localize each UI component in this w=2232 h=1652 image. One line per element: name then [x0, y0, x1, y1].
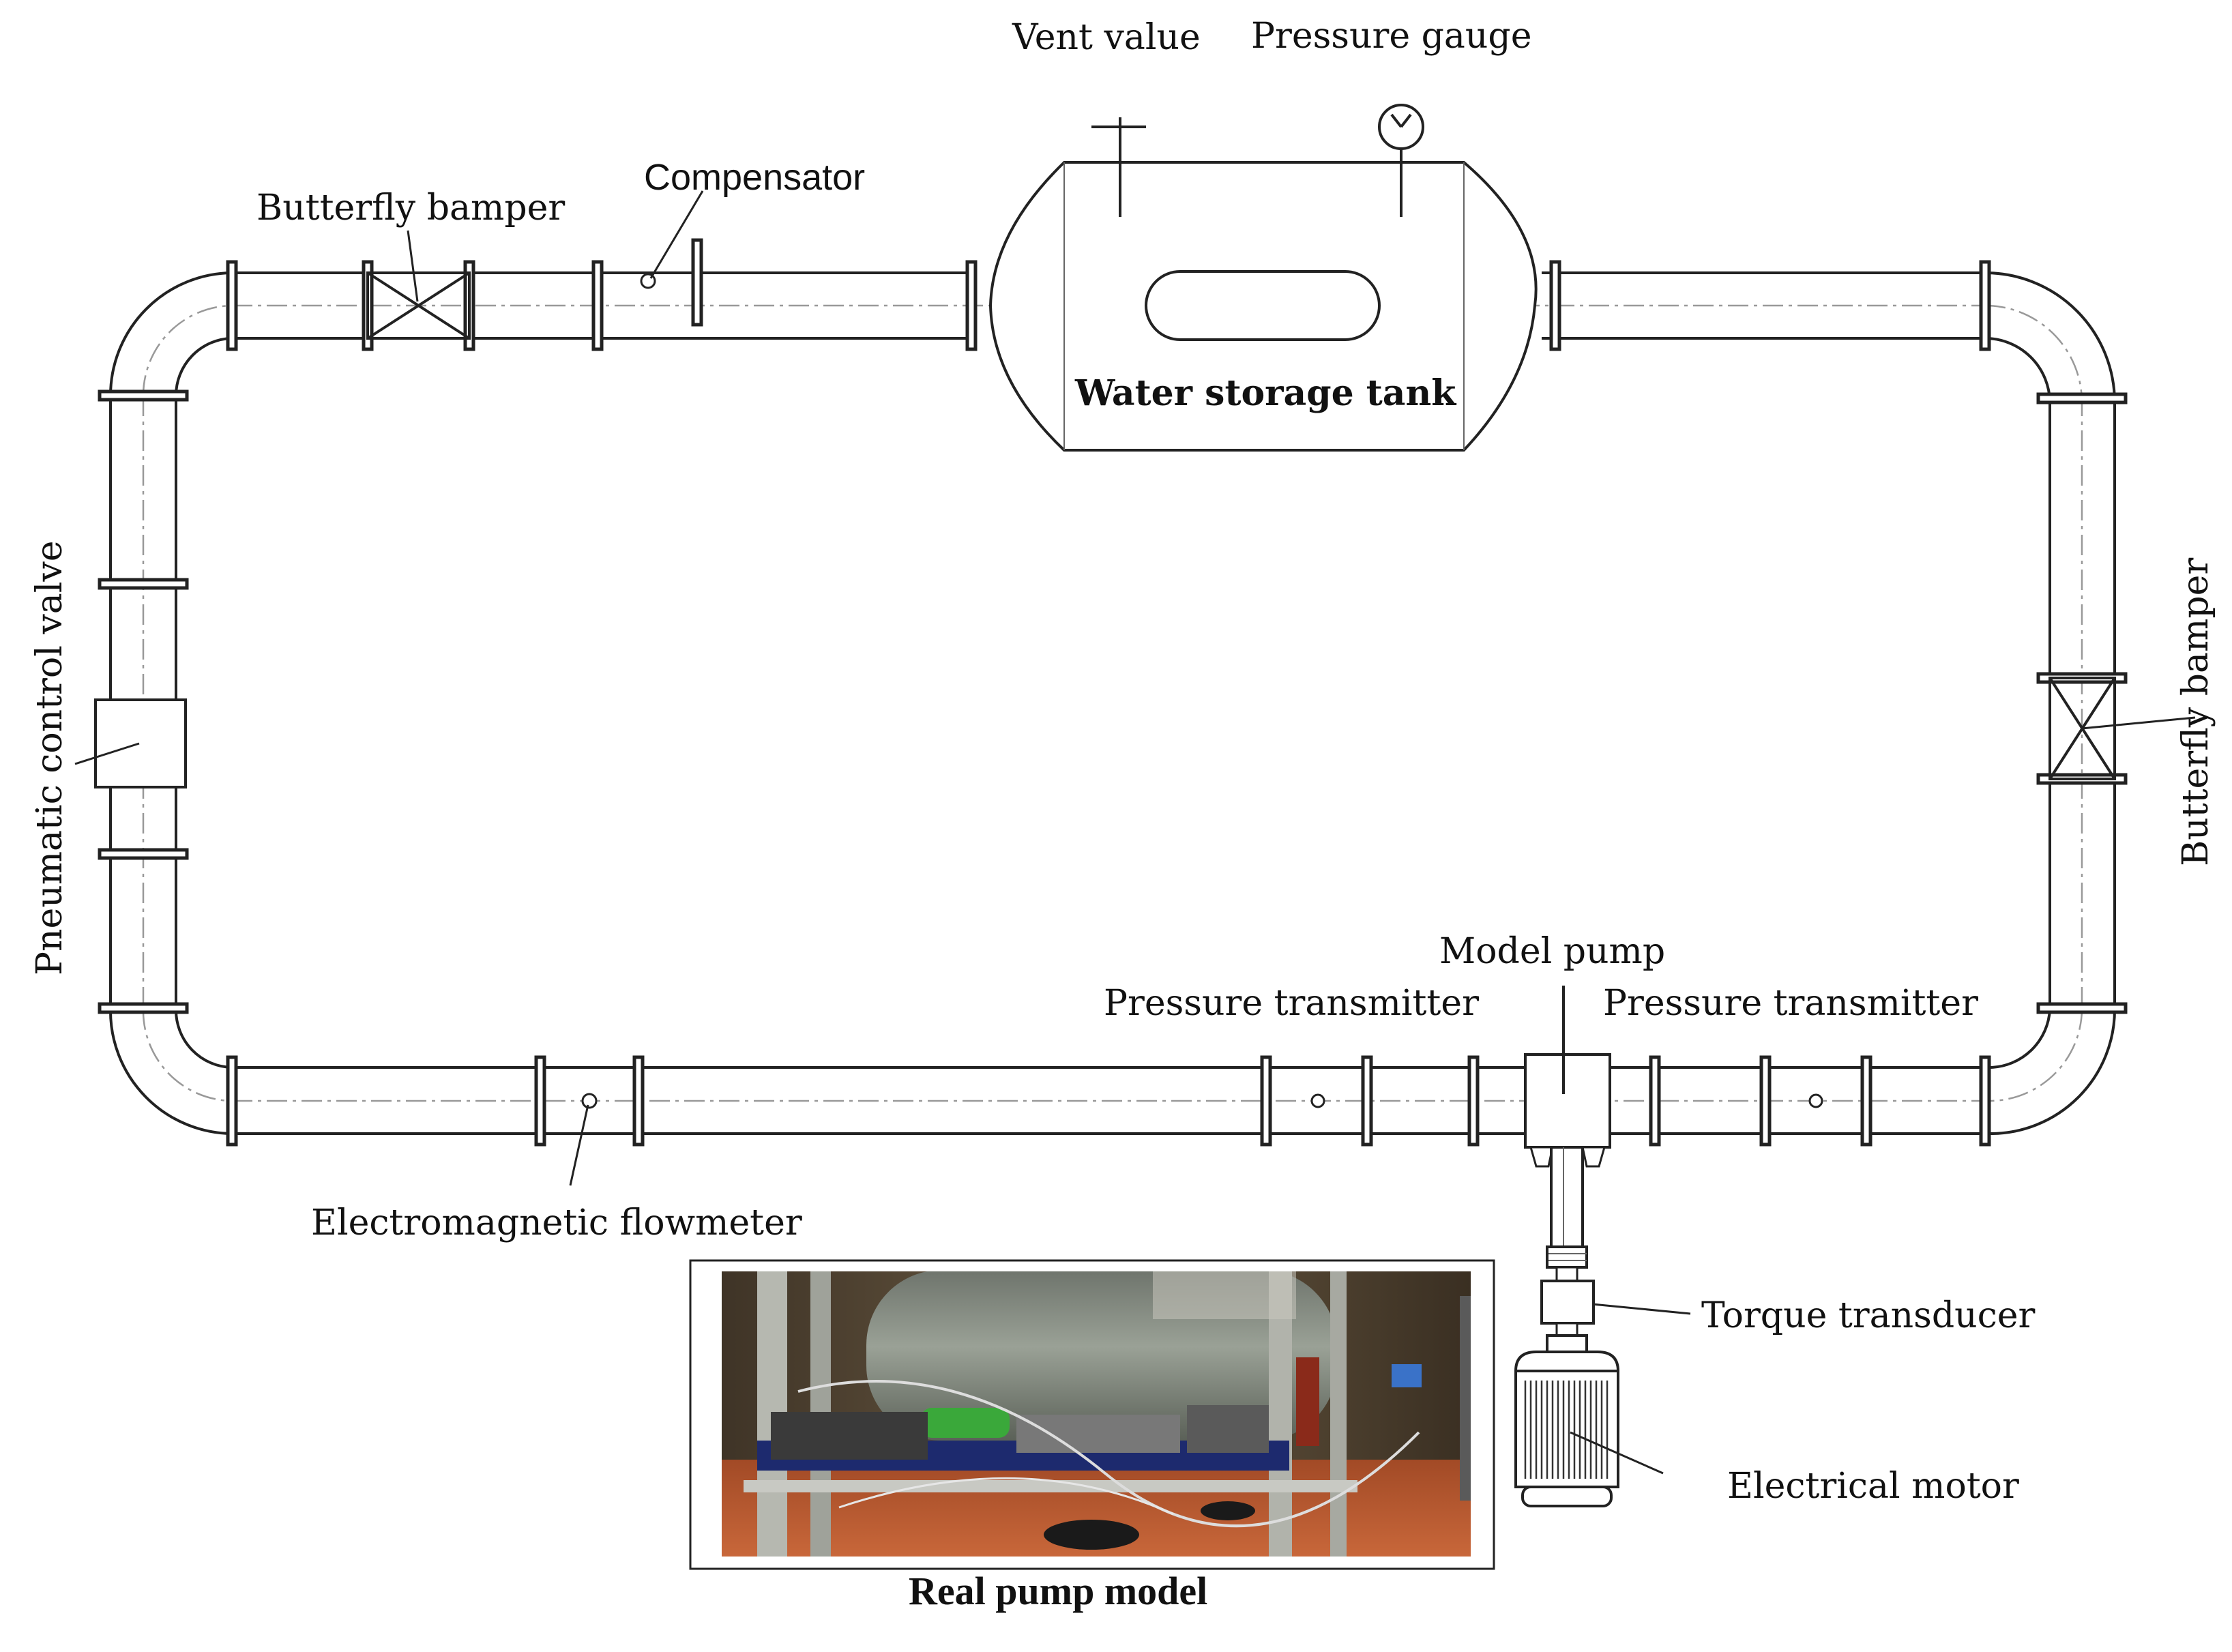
label-butterfly-damper-top: Butterfly bamper — [256, 188, 565, 228]
torque-transducer — [1540, 1280, 1595, 1353]
electromagnetic-flowmeter — [581, 1093, 598, 1109]
pipe-loop — [108, 271, 2116, 1135]
label-torque-transducer: Torque transducer — [1701, 1295, 2035, 1336]
pressure-transmitter-left-marker — [1310, 1093, 1325, 1108]
label-compensator: Compensator — [644, 157, 865, 198]
label-vent-valve: Vent value — [1012, 17, 1201, 58]
water-storage-tank — [988, 161, 1538, 452]
butterfly-damper-top — [366, 271, 471, 340]
label-photo-caption: Real pump model — [909, 1569, 1207, 1613]
label-model-pump: Model pump — [1439, 931, 1665, 972]
label-pressure-transmitter-right: Pressure transmitter — [1603, 983, 1978, 1024]
leader-lines — [74, 190, 2196, 1475]
label-pneumatic-control-valve: Pneumatic control valve — [29, 540, 70, 975]
flanges — [98, 238, 2128, 1147]
label-water-storage-tank: Water storage tank — [1074, 372, 1456, 414]
real-pump-photo — [689, 1259, 1495, 1570]
pump-shaft — [1546, 1146, 1588, 1282]
label-pressure-gauge: Pressure gauge — [1251, 16, 1531, 57]
label-electrical-motor: Electrical motor — [1727, 1466, 2019, 1507]
electrical-motor — [1514, 1351, 1620, 1507]
motor-cooling-fins — [1524, 1381, 1609, 1479]
label-pressure-transmitter-left: Pressure transmitter — [1104, 983, 1479, 1024]
pressure-gauge — [1378, 104, 1424, 217]
vent-valve — [1091, 117, 1146, 217]
pressure-transmitter-right-marker — [1808, 1093, 1823, 1108]
label-electromagnetic-flowmeter: Electromagnetic flowmeter — [311, 1203, 802, 1243]
model-pump — [1524, 986, 1611, 1168]
pneumatic-control-valve — [94, 698, 187, 788]
label-butterfly-damper-right: Butterfly bamper — [2175, 558, 2216, 866]
labels: Vent value Pressure gauge Compensator Bu… — [29, 16, 2216, 1613]
